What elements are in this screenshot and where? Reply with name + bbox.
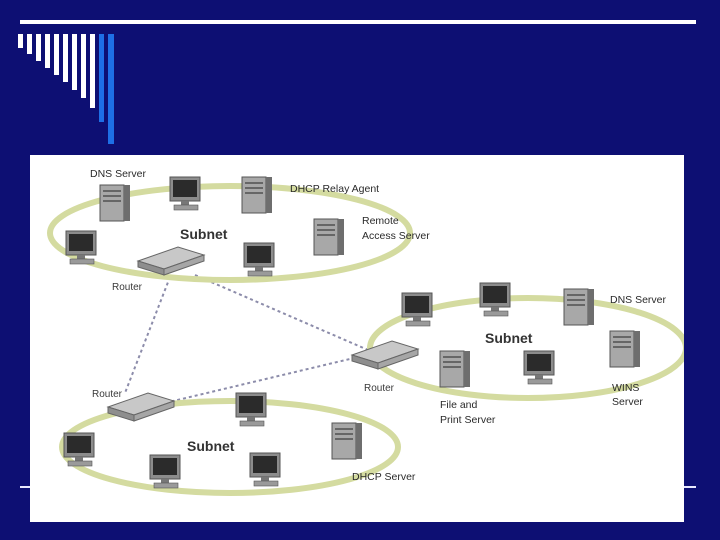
- remote-access-label-line2: Access Server: [362, 230, 430, 242]
- subnet-ring-bottom: [59, 398, 401, 496]
- subnet-label-bottom: Subnet: [187, 438, 235, 454]
- dns-server-icon: [99, 184, 131, 222]
- workstation-icon: [523, 350, 555, 385]
- file-print-server-label-line2: Print Server: [440, 414, 496, 426]
- remote-access-label-line1: Remote: [362, 215, 399, 227]
- network-diagram: Subnet Subnet Subnet DNS Server DHCP Rel…: [30, 155, 684, 522]
- router-icon: [137, 246, 205, 276]
- file-print-server-label-line1: File and: [440, 399, 478, 411]
- subnet-label-right: Subnet: [485, 330, 533, 346]
- workstation-icon: [479, 282, 511, 317]
- dns-server-icon: [563, 288, 595, 326]
- router-label-right: Router: [364, 383, 395, 394]
- router-label-top: Router: [112, 282, 143, 293]
- router-links: [124, 274, 376, 408]
- workstation-icon: [235, 392, 267, 427]
- remote-access-server-icon: [313, 218, 345, 256]
- workstation-icon: [65, 230, 97, 265]
- router-icon: [351, 340, 419, 370]
- wins-server-label-line1: WINS: [612, 382, 639, 394]
- subnet-ring-top: [47, 183, 413, 283]
- workstation-icon: [63, 432, 95, 467]
- dns-server-label-right: DNS Server: [610, 294, 667, 306]
- file-print-server-icon: [439, 350, 471, 388]
- workstation-icon: [149, 454, 181, 489]
- subnet-label-top: Subnet: [180, 226, 228, 242]
- workstation-icon: [401, 292, 433, 327]
- dhcp-server-icon: [331, 422, 363, 460]
- dhcp-relay-agent-label: DHCP Relay Agent: [290, 183, 379, 195]
- dns-server-label-top: DNS Server: [90, 168, 147, 180]
- decorative-stripe-bars: [18, 34, 114, 144]
- dhcp-relay-agent-icon: [241, 176, 273, 214]
- router-label-bottom: Router: [92, 389, 123, 400]
- dhcp-server-label: DHCP Server: [352, 471, 416, 483]
- wins-server-icon: [609, 330, 641, 368]
- wins-server-label-line2: Server: [612, 396, 643, 408]
- title-accent-line: [20, 20, 696, 24]
- workstation-icon: [249, 452, 281, 487]
- workstation-icon: [243, 242, 275, 277]
- workstation-icon: [169, 176, 201, 211]
- subnet-ring-right: [367, 295, 684, 401]
